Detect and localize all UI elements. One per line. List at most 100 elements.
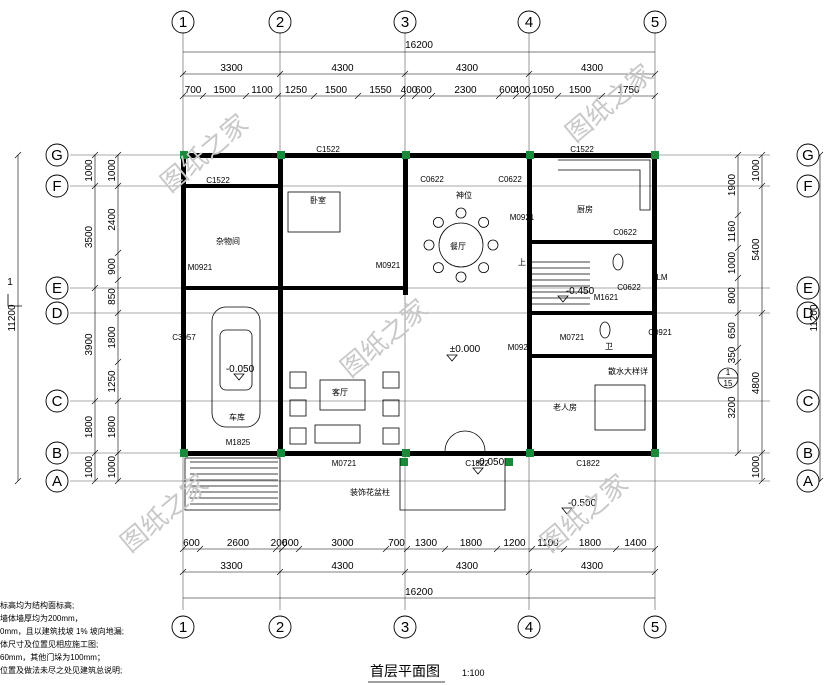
- bed: [287, 191, 341, 233]
- design-note: 位置及做法未尽之处见建筑总说明;: [0, 665, 122, 675]
- armchair: [289, 371, 307, 389]
- dimension-tick: [295, 545, 303, 553]
- dimension-text: 1000: [727, 251, 738, 274]
- wall: [181, 184, 281, 188]
- dining-chair: [478, 262, 490, 274]
- armchair: [289, 427, 307, 445]
- design-note: 体尺寸及位置见相应施工图;: [0, 639, 98, 649]
- opening-label: C1522: [316, 145, 340, 154]
- axis-bubble: [796, 276, 820, 300]
- design-note: 60mm，其他门垛为100mm；: [0, 652, 105, 662]
- dimension-text: 1000: [751, 159, 762, 182]
- level-mark: [446, 354, 458, 362]
- axis-bubble: [796, 143, 820, 167]
- axis-bubble: [796, 389, 820, 413]
- dimension-tick: [310, 92, 318, 100]
- dimension-tick: [399, 92, 407, 100]
- dimension-text: 850: [107, 288, 118, 305]
- dimension-text: 700: [388, 538, 405, 549]
- dimension-tick: [651, 545, 659, 553]
- dimension-tick: [114, 449, 122, 457]
- dimension-text: 1000: [751, 455, 762, 478]
- dimension-text: 1100: [537, 538, 559, 549]
- wall: [181, 286, 281, 290]
- design-note: 墙体墙厚均为200mm，: [0, 613, 83, 623]
- axis-label: C: [52, 393, 63, 410]
- opening-label: C1822: [576, 459, 600, 468]
- axis-label: 1: [179, 619, 187, 636]
- dimension-tick: [114, 358, 122, 366]
- dimension-tick: [651, 568, 659, 576]
- axis-label: 3: [401, 14, 409, 31]
- axis-bubble: [517, 10, 541, 34]
- opening-label: C1822: [465, 459, 489, 468]
- dimension-tick: [114, 151, 122, 159]
- room-label-garage: 车库: [229, 412, 245, 422]
- dimension-text: 4300: [581, 561, 604, 572]
- dimension-tick: [91, 182, 99, 190]
- dimension-text: 1050: [532, 85, 555, 96]
- dimension-text: 16200: [405, 587, 433, 598]
- dimension-tick: [179, 545, 187, 553]
- dimension-text: 4300: [331, 561, 354, 572]
- wall: [181, 451, 657, 456]
- axis-bubble: [796, 469, 820, 493]
- axis-label: 5: [651, 619, 659, 636]
- room-label-dining: 餐厅: [450, 242, 466, 251]
- stair-up-label: 上: [518, 258, 526, 267]
- wall: [283, 286, 407, 290]
- dimension-tick: [758, 309, 766, 317]
- dimension-text: 400: [401, 85, 418, 96]
- axis-label: 1: [179, 14, 187, 31]
- walls: [180, 151, 659, 466]
- axis-bubble: [517, 615, 541, 639]
- dimension-text: 1400: [624, 538, 647, 549]
- sofa: [314, 424, 361, 444]
- coffee-table: [319, 379, 366, 411]
- dimension-text: 4300: [456, 63, 479, 74]
- level-mark: [472, 467, 484, 475]
- dimension-text: 1000: [84, 455, 95, 478]
- fixtures: [7, 159, 739, 683]
- dimension-tick: [560, 545, 568, 553]
- dimension-tick: [734, 151, 742, 159]
- dimension-text: 1500: [213, 85, 236, 96]
- wall: [181, 153, 186, 456]
- dimension-tick: [278, 545, 286, 553]
- axis-label: 2: [276, 14, 284, 31]
- dimension-tick: [734, 449, 742, 457]
- dimension-tick: [179, 70, 187, 78]
- level-mark: [561, 507, 573, 515]
- dimension-text: 2400: [107, 208, 118, 231]
- dimension-tick: [274, 92, 282, 100]
- column: [402, 151, 410, 159]
- axis-label: B: [52, 445, 62, 462]
- axis-bubble: [393, 615, 417, 639]
- axis-label: E: [52, 280, 62, 297]
- dining-table: [438, 222, 484, 268]
- wall: [403, 153, 408, 295]
- axis-label: 4: [525, 619, 533, 636]
- axis-bubble: [171, 10, 195, 34]
- dining-chair: [455, 207, 467, 219]
- dimension-text: 350: [727, 346, 738, 363]
- dimension-text: 2300: [454, 85, 477, 96]
- axis-label: D: [52, 305, 63, 322]
- dimension-text: 4800: [751, 371, 762, 394]
- axis-bubble: [45, 469, 69, 493]
- wall: [527, 311, 657, 315]
- level-mark: [557, 295, 569, 303]
- wall: [527, 240, 657, 244]
- watermarks: 图纸之家图纸之家图纸之家图纸之家图纸之家: [115, 58, 659, 558]
- dimension-text: 1300: [415, 538, 438, 549]
- design-note: 标高均为结构面标高;: [0, 600, 74, 610]
- dimension-tick: [758, 449, 766, 457]
- armchair: [382, 371, 400, 389]
- level-label-entry: -0.050: [476, 457, 505, 468]
- section-mark-label: 1: [7, 277, 13, 288]
- porch-outline: [399, 458, 506, 511]
- dimension-tick: [403, 545, 411, 553]
- dimension-tick: [114, 276, 122, 284]
- dimension-tick: [734, 211, 742, 219]
- dimension-tick: [382, 545, 390, 553]
